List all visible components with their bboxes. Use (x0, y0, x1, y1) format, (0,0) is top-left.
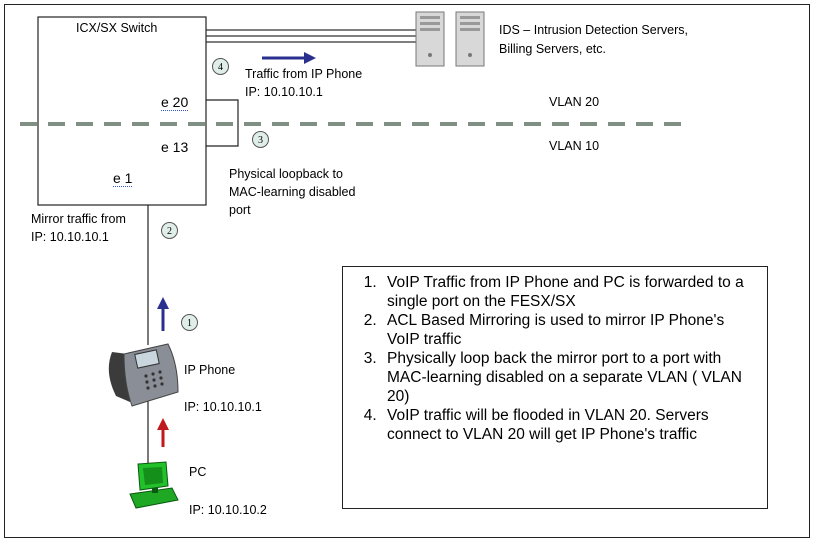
note-item: ACL Based Mirroring is used to mirror IP… (381, 311, 757, 349)
traffic-note-line1: Traffic from IP Phone (245, 67, 363, 81)
pc-icon (129, 461, 179, 509)
note-item: VoIP traffic will be flooded in VLAN 20.… (381, 406, 757, 444)
port-e20-label: e 20 (161, 94, 189, 111)
pc-label: PC (189, 465, 207, 479)
mirror-note-line1: Mirror traffic from (31, 212, 126, 226)
step-badge-2: 2 (161, 222, 178, 239)
port-e1: e 1 (113, 170, 133, 187)
servers-label-line1: IDS – Intrusion Detection Servers, (499, 23, 688, 37)
note-item: VoIP Traffic from IP Phone and PC is for… (381, 273, 757, 311)
notes-box: VoIP Traffic from IP Phone and PC is for… (342, 266, 768, 509)
phone-ip: IP: 10.10.10.1 (184, 400, 262, 414)
traffic-note-line2: IP: 10.10.10.1 (245, 85, 323, 99)
note-item: Physically loop back the mirror port to … (381, 349, 757, 406)
step-badge-3: 3 (252, 131, 269, 148)
phone-up-arrow (157, 297, 169, 331)
mirror-note-line2: IP: 10.10.10.1 (31, 230, 109, 244)
traffic-arrow-right (262, 52, 316, 64)
vlan-upper-label: VLAN 20 (549, 95, 600, 109)
pc-up-arrow (157, 418, 169, 447)
notes-list: VoIP Traffic from IP Phone and PC is for… (343, 273, 757, 444)
loopback-note-line2: MAC-learning disabled (229, 185, 356, 199)
switch-title: ICX/SX Switch (76, 21, 158, 35)
port-e20: e 20 (161, 94, 189, 111)
loopback-cable (206, 99, 239, 147)
loopback-note-line3: port (229, 203, 251, 217)
ip-phone-icon (108, 343, 179, 407)
port-e13: e 13 (161, 139, 189, 155)
vlan-lower-label: VLAN 10 (549, 139, 600, 153)
step-badge-1: 1 (181, 314, 198, 331)
port-e1-label: e 1 (113, 170, 133, 187)
diagram-frame (4, 4, 810, 538)
loopback-note-line1: Physical loopback to (229, 167, 343, 181)
switch-box (37, 16, 207, 206)
server-icon (455, 11, 485, 67)
pc-ip: IP: 10.10.10.2 (189, 503, 267, 517)
step-badge-4: 4 (212, 58, 229, 75)
phone-label: IP Phone (184, 363, 236, 377)
servers-label-line2: Billing Servers, etc. (499, 42, 606, 56)
server-icon (415, 11, 445, 67)
